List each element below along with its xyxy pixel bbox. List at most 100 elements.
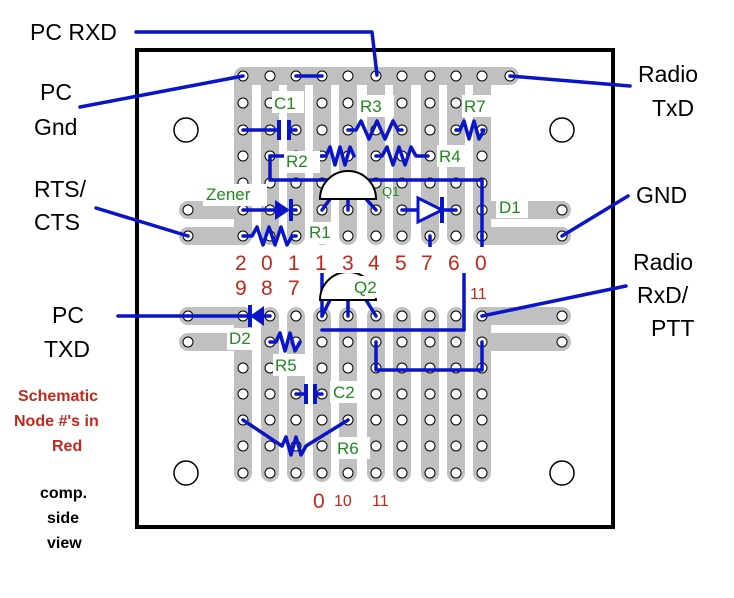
- strip-hole: [182, 204, 194, 216]
- strip-hole: [264, 388, 276, 400]
- strip-hole: [316, 124, 328, 136]
- label-bg: [358, 95, 394, 117]
- diode-icon: [416, 195, 446, 225]
- strip-hole: [316, 440, 328, 452]
- strip-hole: [316, 362, 328, 374]
- strip-hole: [476, 440, 488, 452]
- label-r7: R7: [464, 97, 486, 116]
- pc-gnd-lead: [78, 74, 245, 109]
- label-pc-gnd-line1: PC: [40, 79, 72, 105]
- node-number: 0: [313, 490, 325, 513]
- gnd-lead: [560, 194, 630, 238]
- strip-hole: [370, 440, 382, 452]
- strip-hole: [396, 336, 408, 348]
- node-numbers: 2 0 1 1 3 4 5 7 6 0 9 8 7 11 0 10 11: [230, 247, 494, 513]
- node-row-bg: [305, 486, 397, 512]
- mounting-hole-icon: [173, 117, 199, 143]
- view-note-line1: comp.: [40, 485, 87, 502]
- label-bg: [330, 381, 366, 403]
- strip-hole: [424, 388, 436, 400]
- label-bg: [462, 95, 498, 117]
- node-number: 11: [470, 286, 487, 303]
- mounting-hole-icon: [549, 460, 575, 486]
- notes: Schematic Node #'s in Red comp. side vie…: [14, 388, 99, 552]
- strip-hole: [424, 467, 436, 479]
- strip-hole: [316, 336, 328, 348]
- strip-hole: [424, 97, 436, 109]
- diode-icon: [440, 197, 444, 223]
- strip-hole: [476, 467, 488, 479]
- strip-hole: [264, 440, 276, 452]
- strip-hole: [450, 230, 462, 242]
- strip-hole: [396, 440, 408, 452]
- label-pc-txd-line1: PC: [52, 302, 84, 328]
- strip-hole: [342, 230, 354, 242]
- strip-hole: [450, 336, 462, 348]
- radio-txd-lead: [508, 74, 632, 88]
- strip-hole: [450, 440, 462, 452]
- strip-hole: [264, 70, 276, 82]
- label-r5: R5: [275, 356, 297, 375]
- r5-resistor: [268, 331, 302, 353]
- strip-hole: [290, 467, 302, 479]
- label-r6: R6: [337, 439, 359, 458]
- q1-legs: [320, 197, 378, 212]
- strip-hole: [237, 440, 249, 452]
- strip-hole: [556, 310, 568, 322]
- label-radio-txd-line2: TxD: [652, 95, 694, 121]
- view-note-line3: view: [47, 535, 82, 552]
- node-row-bg: [230, 274, 310, 298]
- strip-hole: [370, 414, 382, 426]
- strip-hole: [316, 97, 328, 109]
- label-bg: [351, 276, 387, 298]
- strip-hole: [370, 230, 382, 242]
- label-rts-cts-line2: CTS: [34, 209, 80, 235]
- r1-resistor: [241, 225, 298, 247]
- node-row-bg: [230, 247, 494, 273]
- r3-resistor: [346, 119, 404, 141]
- label-d2: D2: [229, 329, 251, 348]
- node-number: 1: [315, 252, 327, 275]
- strip-hole: [396, 97, 408, 109]
- schematic-note-line3: Red: [52, 438, 82, 455]
- diode-icon: [248, 305, 252, 327]
- strip-hole: [342, 70, 354, 82]
- label-radio-rxd-line2: RxD/: [637, 282, 689, 308]
- node-number: 7: [288, 277, 300, 300]
- strip-hole: [450, 97, 462, 109]
- label-bg: [496, 196, 528, 218]
- strip-hole: [316, 467, 328, 479]
- node-number: 5: [395, 252, 407, 275]
- radio-rxd-lead: [480, 284, 628, 318]
- label-bg: [437, 145, 473, 167]
- label-c1: C1: [274, 94, 296, 113]
- rts-cts-lead: [94, 206, 190, 238]
- label-bg: [306, 222, 338, 244]
- strip-hole: [424, 310, 436, 322]
- node-number: 0: [261, 252, 273, 275]
- strip-hole: [237, 97, 249, 109]
- label-radio-txd-line1: Radio: [638, 61, 698, 87]
- mounting-hole-icon: [549, 117, 575, 143]
- label-r1: R1: [309, 223, 331, 242]
- mounting-holes: [173, 117, 575, 486]
- node-row-bg: [468, 283, 494, 303]
- strip-hole: [450, 388, 462, 400]
- diode-icon: [275, 200, 290, 220]
- strip-hole: [476, 70, 488, 82]
- r7-resistor: [454, 119, 486, 141]
- label-bg: [203, 184, 267, 206]
- label-zener: Zener: [206, 185, 251, 204]
- node-number: 10: [334, 493, 352, 510]
- r4-resistor: [374, 145, 430, 167]
- wiring: [78, 30, 632, 457]
- strip-hole: [342, 362, 354, 374]
- strip-hole: [396, 388, 408, 400]
- strip-hole: [237, 362, 249, 374]
- node-number: 1: [288, 252, 300, 275]
- strip-hole: [556, 336, 568, 348]
- strip-hole: [264, 467, 276, 479]
- strip-hole: [237, 150, 249, 162]
- label-bg: [334, 437, 370, 459]
